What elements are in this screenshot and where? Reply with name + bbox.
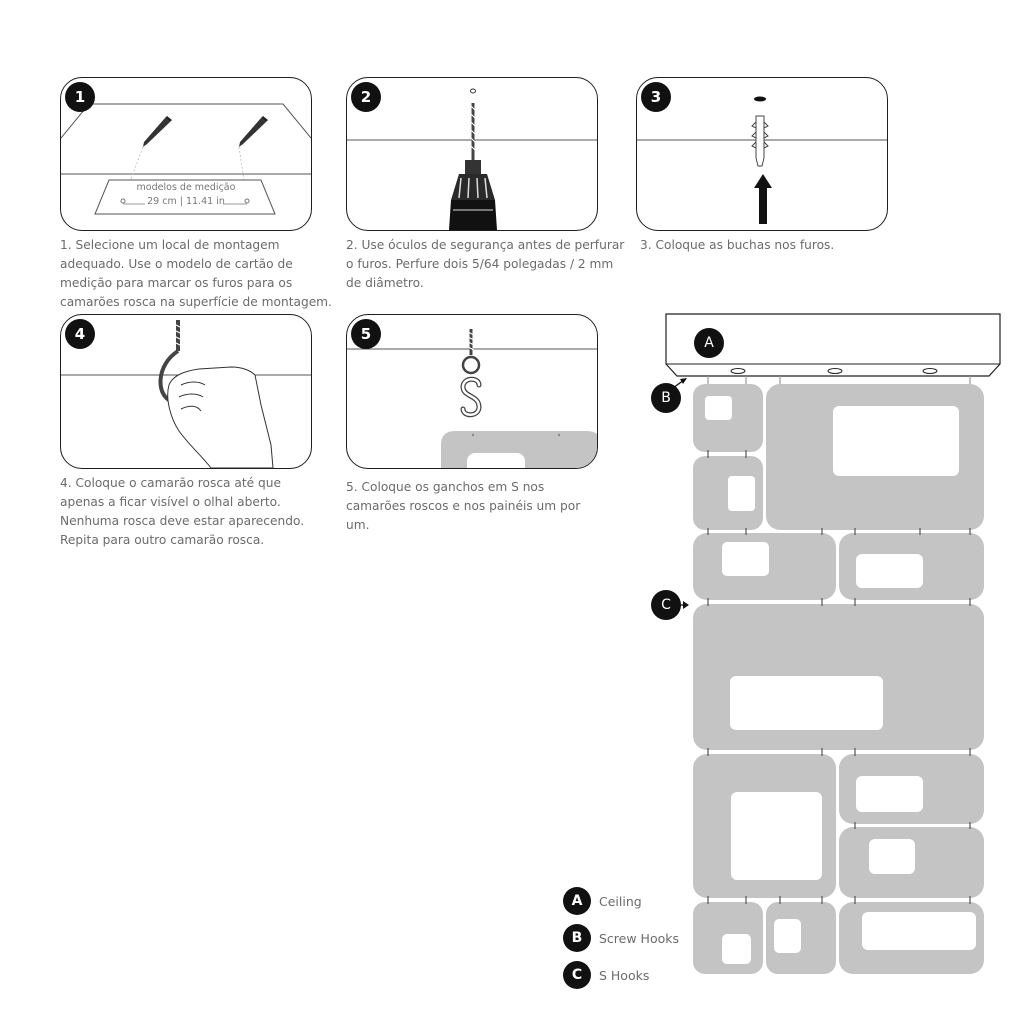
pencil-icon — [143, 116, 172, 147]
legend-badge-a: A — [563, 887, 591, 915]
legend-item-ceiling: A Ceiling — [563, 887, 642, 915]
step-3-caption: 3. Coloque as buchas nos furos. — [640, 238, 835, 252]
step-2-badge: 2 — [351, 82, 381, 112]
drill-icon — [449, 103, 497, 230]
hand-icon — [167, 366, 274, 468]
step-2-panel: 2 — [346, 77, 598, 231]
step-2-caption: 2. Use óculos de segurança antes de perf… — [346, 238, 625, 290]
legend-badge-c: C — [563, 961, 591, 989]
marker-c: C — [651, 590, 681, 620]
step-3-badge: 3 — [641, 82, 671, 112]
step-1-panel: modelos de medição 29 cm | 11.41 in 1 — [60, 77, 312, 231]
step-4-badge: 4 — [65, 319, 95, 349]
step-5-illustration — [347, 329, 597, 468]
step-5-panel: 5 — [346, 314, 598, 469]
ceiling — [665, 313, 1001, 377]
legend-label-s-hooks: S Hooks — [599, 967, 650, 983]
step-5-badge: 5 — [351, 319, 381, 349]
assembly-diagram: A B C — [640, 300, 1024, 1000]
step-3-illustration — [637, 96, 887, 224]
marker-a: A — [694, 328, 724, 358]
step-4-panel: 4 — [60, 314, 312, 469]
wall-anchor-icon — [751, 115, 769, 167]
step-1-illustration — [61, 103, 311, 215]
template-title: modelos de medição — [136, 182, 236, 193]
step-1-badge: 1 — [65, 82, 95, 112]
legend-badge-b: B — [563, 924, 591, 952]
legend-label-ceiling: Ceiling — [599, 893, 642, 909]
legend-item-screw-hooks: B Screw Hooks — [563, 924, 679, 952]
step-5-caption: 5. Coloque os ganchos em S nos camarões … — [346, 480, 581, 532]
acoustic-panel-icon — [441, 431, 597, 468]
screw-hook-icon — [461, 329, 481, 375]
step-1-caption: 1. Selecione um local de montagem adequa… — [60, 238, 332, 309]
arrow-up-icon — [754, 174, 772, 224]
step-3-panel: 3 — [636, 77, 888, 231]
legend-item-s-hooks: C S Hooks — [563, 961, 649, 989]
step-4-illustration — [61, 320, 311, 468]
legend-label-screw-hooks: Screw Hooks — [599, 930, 680, 946]
template-measure: 29 cm | 11.41 in — [147, 196, 225, 207]
marker-b: B — [651, 383, 681, 413]
pencil-icon — [239, 116, 268, 147]
panel-layout-illustration — [665, 313, 1001, 974]
s-hook-icon — [460, 376, 482, 418]
step-2-illustration — [347, 88, 597, 230]
step-4-caption: 4. Coloque o camarão rosca até que apena… — [60, 476, 305, 547]
